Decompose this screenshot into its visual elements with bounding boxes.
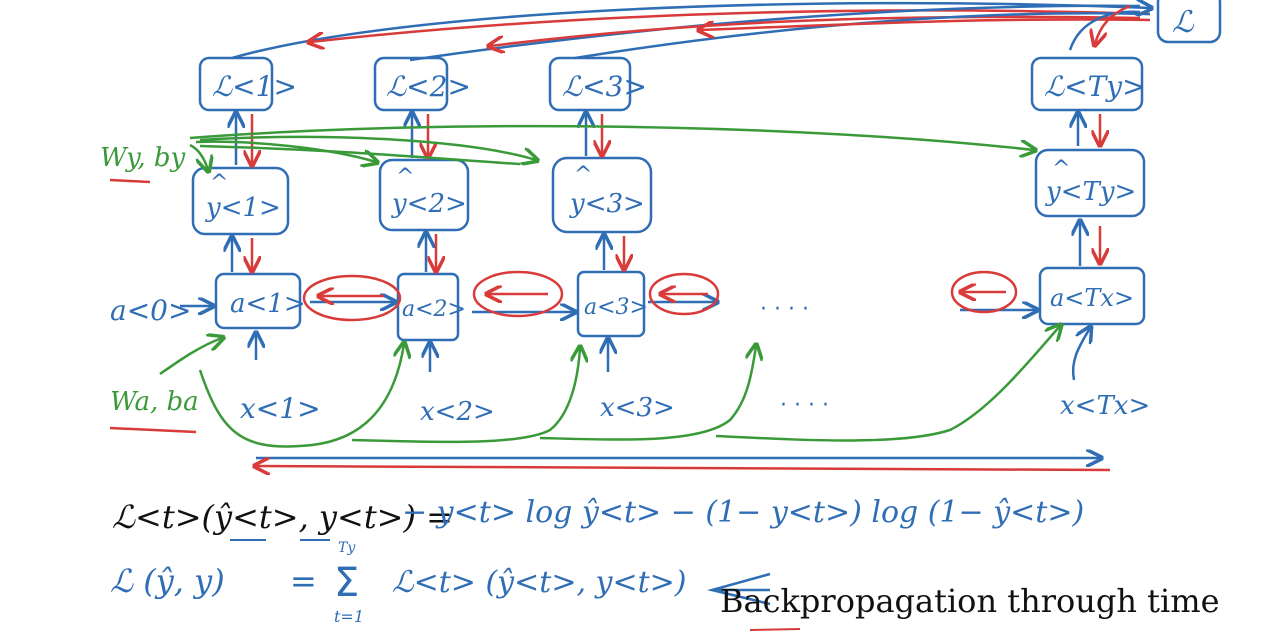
ellipsis-activations: · · · · bbox=[760, 297, 809, 322]
arrow-to-caption bbox=[707, 572, 771, 606]
yhat-label-3: y<3> bbox=[569, 189, 645, 219]
yhat-hat-1: ^ bbox=[210, 171, 228, 196]
wy-by-arrows bbox=[189, 124, 1034, 170]
x-label-2: x<2> bbox=[420, 397, 495, 427]
sum-bottom: t=1 bbox=[334, 607, 364, 626]
yhat-box-ty bbox=[1034, 148, 1146, 218]
wy-by-label: Wy, by bbox=[100, 143, 186, 173]
time-arrows bbox=[256, 458, 1111, 470]
sum-top: Ty bbox=[338, 540, 356, 556]
act-label-tx: a<Tx> bbox=[1050, 284, 1134, 312]
act-label-3: a<3> bbox=[584, 295, 648, 320]
backward-vertical-arrows bbox=[252, 114, 1100, 270]
wa-ba-arrows bbox=[159, 326, 1060, 448]
forward-vertical-arrows bbox=[232, 114, 1090, 381]
loss-label-ty: ℒ<Ty> bbox=[1044, 70, 1146, 103]
loss-t-rhs: − y<t> log ŷ<t> − (1− y<t>) log (1− ŷ<t>… bbox=[402, 495, 1084, 530]
yhat-box-3 bbox=[551, 156, 653, 234]
total-loss-box bbox=[1156, 0, 1222, 44]
yhat-row: ^ ^ ^ ^ y<1> y<2> y<3> y<Ty> bbox=[191, 148, 1146, 236]
sum-symbol: Σ bbox=[334, 560, 359, 606]
yhat-hat-3: ^ bbox=[574, 163, 592, 188]
backward-horizontal-arrows bbox=[302, 270, 1018, 322]
loss-label-1: ℒ<1> bbox=[212, 70, 297, 103]
yhat-label-1: y<1> bbox=[205, 193, 281, 223]
yhat-label-2: y<2> bbox=[391, 189, 467, 219]
ellipsis-inputs: · · · · bbox=[780, 393, 829, 418]
loss-box-ty bbox=[1030, 56, 1144, 112]
caption: Backpropagation through time bbox=[720, 582, 1220, 620]
act-box-2 bbox=[396, 272, 460, 342]
yhat-box-2 bbox=[378, 158, 470, 232]
yhat-hat-ty: ^ bbox=[1052, 157, 1070, 182]
yhat-box-1 bbox=[191, 166, 290, 236]
yhat-label-ty: y<Ty> bbox=[1045, 177, 1136, 207]
top-arrows bbox=[231, 3, 1150, 62]
wa-ba-label: Wa, ba bbox=[110, 387, 199, 417]
loss-box-1 bbox=[198, 56, 274, 112]
yhat-hat-2: ^ bbox=[396, 165, 414, 190]
act-box-1 bbox=[214, 272, 302, 330]
x-label-3: x<3> bbox=[600, 393, 675, 423]
caption-underline-mark bbox=[749, 628, 801, 631]
loss-t-lhs: ℒ<t>(ŷ<t>, y<t>) = bbox=[112, 498, 453, 536]
loss-label-2: ℒ<2> bbox=[386, 70, 471, 103]
act-box-3 bbox=[576, 270, 646, 338]
total-loss-eq: = bbox=[290, 562, 317, 600]
x-label-tx: x<Tx> bbox=[1060, 391, 1150, 421]
total-loss-lhs: ℒ (ŷ, y) bbox=[110, 562, 225, 600]
act-label-2: a<2> bbox=[402, 297, 466, 322]
loss-label-3: ℒ<3> bbox=[562, 70, 647, 103]
x-label-1: x<1> bbox=[240, 392, 321, 425]
input-row: x<1> x<2> x<3> x<Tx> · · · · bbox=[240, 391, 1150, 427]
total-loss-label: ℒ bbox=[1172, 5, 1195, 40]
loss-box-2 bbox=[373, 56, 449, 112]
activation-row: a<1> a<2> a<3> a<Tx> a<0> · · · · bbox=[110, 266, 1146, 342]
wa-ba-underline bbox=[109, 426, 197, 434]
a0-label: a<0> bbox=[110, 294, 191, 327]
act-label-1: a<1> bbox=[230, 289, 306, 319]
wy-by-underline bbox=[109, 178, 151, 184]
total-loss-rhs: ℒ<t> (ŷ<t>, y<t>) bbox=[392, 565, 687, 600]
loss-row: ℒ<1> ℒ<2> ℒ<3> ℒ<Ty> bbox=[198, 56, 1146, 112]
loss-box-3 bbox=[548, 56, 632, 112]
